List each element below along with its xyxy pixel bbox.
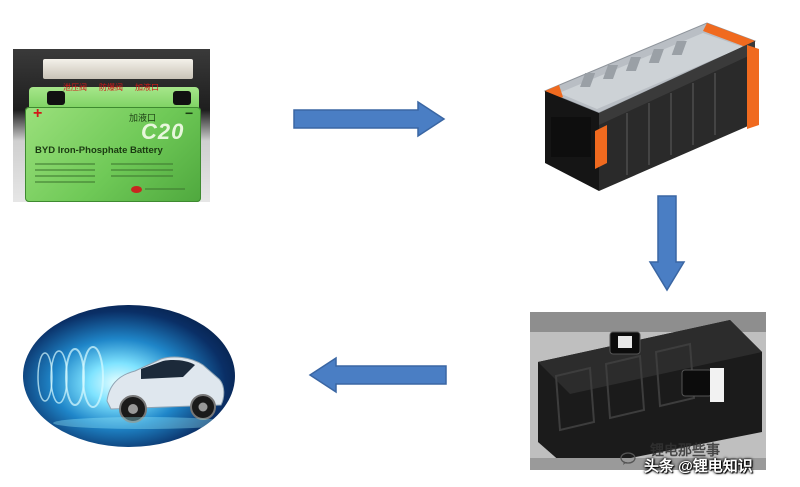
- arrow-down-icon: [648, 195, 686, 292]
- plus-sign: +: [33, 105, 43, 122]
- cell-top-label-3: 加液口: [135, 83, 159, 92]
- watermark-text: 头条 @锂电知识: [644, 458, 753, 475]
- cell-top-label-1: 泄压阀: [63, 83, 87, 92]
- chat-bubble-icon: [620, 452, 636, 465]
- watermark-overlay-text: 锂电那些事: [650, 442, 720, 458]
- electric-car-image: [23, 305, 235, 447]
- busbar: [43, 59, 193, 79]
- spec-line: [35, 181, 95, 183]
- spec-line: [145, 188, 185, 190]
- battery-pack-photo: [530, 312, 766, 470]
- spec-line: [35, 175, 95, 177]
- minus-sign: −: [185, 105, 194, 121]
- cell-title: BYD Iron-Phosphate Battery: [35, 145, 163, 156]
- spec-line: [111, 163, 173, 165]
- cell-top-label-2: 防爆阀: [99, 83, 123, 92]
- cell-model: C20: [141, 119, 185, 144]
- spec-line: [35, 169, 95, 171]
- negative-terminal: [173, 91, 191, 105]
- positive-terminal: [47, 91, 65, 105]
- spec-line: [35, 163, 95, 165]
- arrow-right-icon: [293, 100, 446, 138]
- fill-port-label: 加液口: [129, 113, 157, 123]
- arrow-left-icon: [308, 356, 447, 394]
- battery-module-render: [537, 13, 763, 191]
- cell-body: [25, 107, 201, 202]
- battery-cell-photo: 泄压阀 防爆阀 加液口 + − 加液口 C20 BYD Iron-Phospha…: [13, 49, 210, 202]
- spec-line: [111, 169, 173, 171]
- spec-line: [111, 175, 173, 177]
- byd-logo-badge: [131, 186, 142, 193]
